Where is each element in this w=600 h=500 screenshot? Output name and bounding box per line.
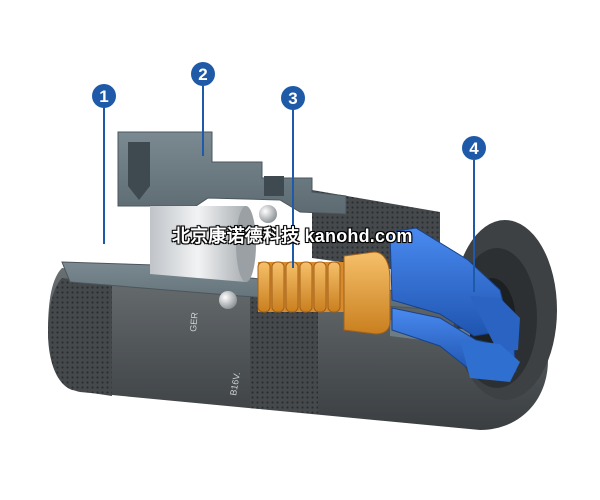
callout-badge (462, 136, 486, 160)
spring-valve (257, 251, 391, 335)
callout-label: 4 (469, 139, 479, 158)
engraving-brand: GER (188, 311, 200, 332)
callout-label: 3 (288, 89, 297, 108)
callout-badge (92, 84, 116, 108)
callout-label: 2 (198, 65, 207, 84)
locking-balls (219, 205, 277, 309)
callout-2: 2 (191, 62, 215, 86)
callout-4: 4 (462, 136, 486, 160)
callout-badge (281, 86, 305, 110)
callout-3: 3 (281, 86, 305, 110)
watermark-text: 北京康诺德科技 kanohd.com (172, 226, 413, 246)
callout-1: 1 (92, 84, 116, 108)
bore (150, 206, 256, 282)
callout-badge (191, 62, 215, 86)
callout-label: 1 (99, 87, 108, 106)
engraving-model: B16V. (228, 371, 242, 396)
collet (389, 227, 520, 382)
leader-lines (103, 82, 475, 292)
